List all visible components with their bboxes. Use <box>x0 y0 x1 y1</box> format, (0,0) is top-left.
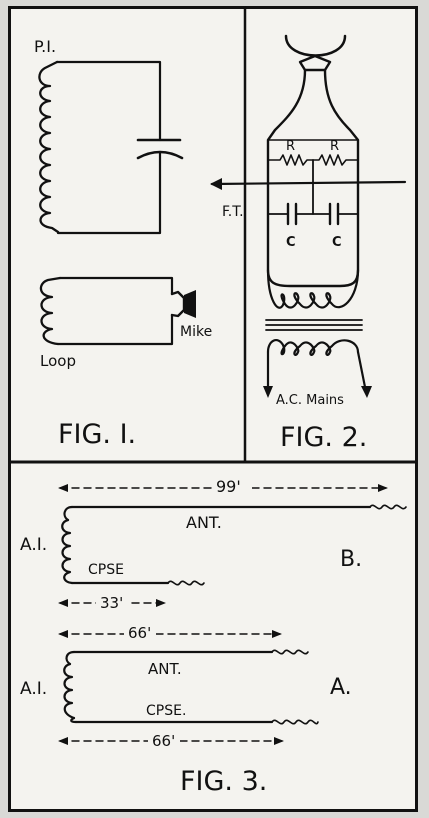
pi-label: P.I. <box>34 37 56 56</box>
ai-b-coil <box>61 518 74 585</box>
mains-arrow-left-icon <box>263 386 273 398</box>
dim-66-top-label: 66' <box>128 624 151 642</box>
dim-33-arrow-left-icon <box>58 599 68 607</box>
valve-bulb <box>298 54 332 72</box>
loop-coil <box>39 276 62 346</box>
fig3-caption: FIG. 3. <box>180 766 267 797</box>
dim-99-arrow-left-icon <box>58 484 68 492</box>
secondary-coil <box>266 268 360 309</box>
resistor-right <box>312 154 359 166</box>
cpse-a-corner <box>70 716 78 724</box>
ant-b-insulator-icon <box>369 504 407 510</box>
cpse-b-insulator-icon <box>167 580 205 586</box>
dim-66-top-arrow-left-icon <box>58 630 68 638</box>
ai-a-label: A.I. <box>20 679 47 699</box>
mains-lead-right <box>356 350 368 394</box>
cpse-b-label: CPSE <box>88 562 124 578</box>
ant-a-corner <box>65 650 76 666</box>
cpse-a-insulator-icon <box>271 719 319 725</box>
ft-label: F.T. <box>222 204 244 220</box>
ant-b-corner <box>63 505 74 522</box>
loop-wire-top <box>58 276 174 296</box>
resistor-left-label: R <box>286 139 295 154</box>
dim-66-top-label-gap <box>124 624 156 640</box>
resistor-left <box>267 154 314 166</box>
dim-99-arrow-right-icon <box>378 484 388 492</box>
dim-66-bottom-arrow-right-icon <box>274 737 284 745</box>
dim-33-label: 33' <box>100 594 123 612</box>
mike-label: Mike <box>180 324 212 340</box>
variable-capacitor-curved-plate <box>136 150 184 160</box>
ant-b-label: ANT. <box>186 513 222 532</box>
mains-label: A.C. Mains <box>276 393 344 408</box>
pi-wire-bottom <box>56 150 162 235</box>
dim-66-bottom-label-gap <box>148 732 180 748</box>
dim-33-arrow-right-icon <box>156 599 166 607</box>
fig2-valve-circuit <box>210 34 407 398</box>
capacitor-left-label: C <box>286 235 296 250</box>
mike-icon <box>170 290 186 318</box>
ant-a-insulator-icon <box>271 649 309 655</box>
dim-66-bottom-arrow-left-icon <box>58 737 68 745</box>
ft-arrow-icon <box>210 178 222 190</box>
fig1-loop-circuit <box>39 276 196 346</box>
marker-a: A. <box>330 675 352 700</box>
dim-99-label-gap <box>212 476 252 494</box>
dim-33-label-gap <box>96 594 130 610</box>
valve-envelope <box>266 68 360 288</box>
fig1-caption: FIG. I. <box>58 419 136 450</box>
dim-99-label: 99' <box>216 477 241 496</box>
fig1-pi-circuit <box>38 60 184 235</box>
mains-arrow-right-icon <box>361 386 372 398</box>
marker-b: B. <box>340 547 362 572</box>
mike-head-icon <box>184 290 196 318</box>
pi-wire-top <box>55 60 162 142</box>
dim-66-bottom-label: 66' <box>152 732 175 750</box>
primary-coil <box>266 339 360 356</box>
fig3-aerial-b <box>58 484 407 607</box>
fig2-caption: FIG. 2. <box>280 422 367 453</box>
valve-top-hook <box>284 34 347 57</box>
ft-line <box>210 180 407 186</box>
loop-wire-bottom <box>56 313 174 346</box>
pi-coil <box>38 60 60 234</box>
ai-b-label: A.I. <box>20 535 47 555</box>
resistor-right-label: R <box>330 139 339 154</box>
dim-66-top-arrow-right-icon <box>272 630 282 638</box>
fig3-aerial-a <box>58 630 319 745</box>
capacitor-right-label: C <box>332 235 342 250</box>
ai-a-coil <box>63 662 76 720</box>
loop-label: Loop <box>40 352 76 370</box>
cpse-a-label: CPSE. <box>146 703 186 719</box>
ant-a-label: ANT. <box>148 660 182 678</box>
